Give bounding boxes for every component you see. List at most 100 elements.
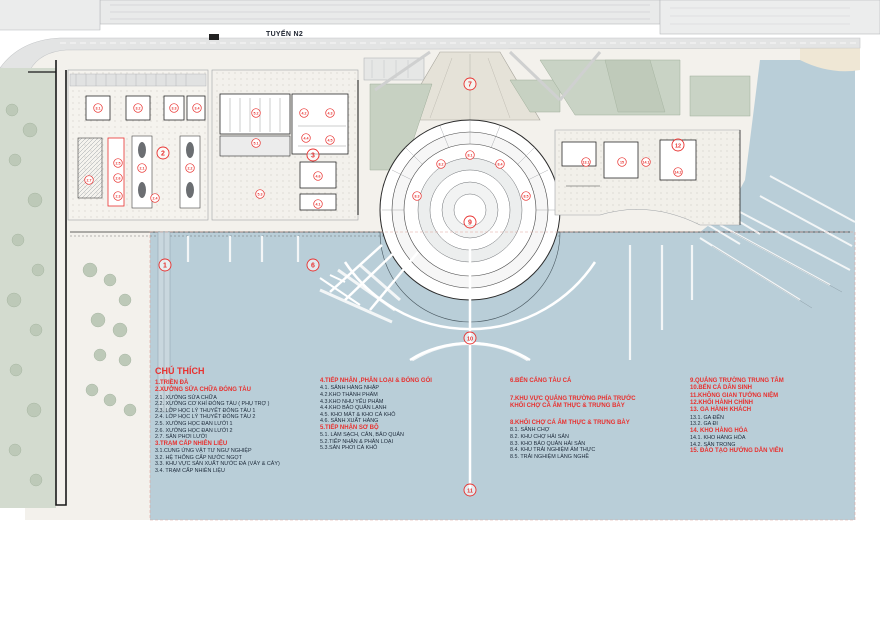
marker-circle	[673, 167, 683, 177]
marker-circle	[169, 103, 179, 113]
marker-label: 3.3	[172, 107, 177, 111]
zone-administration	[554, 129, 741, 226]
legend-heading: 15. ĐÀO TẠO HƯỚNG DẪN VIÊN	[690, 448, 784, 455]
marker-label: 8.4	[498, 163, 503, 167]
zone-marker: 2	[156, 146, 170, 160]
marker-circle	[158, 258, 172, 272]
legend-item: 2.2. XƯỞNG CƠ KHÍ ĐÓNG TÀU ( PHỤ TRỢ )	[155, 401, 270, 408]
legend-heading: 4.TIẾP NHẬN ,PHÂN LOẠI & ĐÓNG GÓI	[320, 378, 432, 384]
legend-heading: 8.KHỐI CHỢ CÁ ẨM THỰC & TRƯNG BÀY	[510, 420, 630, 426]
legend-title: CHÚ THÍCH	[155, 366, 205, 376]
marker-circle	[299, 108, 309, 118]
marker-label: 2.1	[140, 167, 145, 171]
marker-label: 8.2	[439, 163, 444, 167]
zone-marker: 4.2	[299, 108, 309, 118]
marker-circle	[301, 133, 311, 143]
legend-item: 3.4. TRẠM CẤP NHIÊN LIỆU	[155, 467, 225, 474]
legend-heading: 13. GA HÀNH KHÁCH	[690, 407, 752, 414]
zone-marker: 4.4	[301, 133, 311, 143]
legend-heading: 6.BẾN CẢNG TÀU CÁ	[510, 378, 572, 384]
marker-circle	[495, 159, 505, 169]
legend-heading: 7.KHU VỰC QUẢNG TRƯỜNG PHÍA TRƯỚC	[510, 396, 636, 402]
zone-marker: 2.5	[113, 158, 123, 168]
marker-label: 2	[161, 150, 165, 157]
zone-marker: 2.6	[113, 173, 123, 183]
marker-circle	[185, 163, 195, 173]
marker-circle	[521, 191, 531, 201]
marker-label: 6	[311, 262, 315, 269]
marker-label: 4.2	[302, 112, 307, 116]
legend-heading: 12.KHỐI HÀNH CHÍNH	[690, 399, 754, 406]
marker-circle	[156, 146, 170, 160]
zone-marker: 5.2	[251, 108, 261, 118]
marker-label: 11	[467, 488, 473, 494]
zone-marker: 2.2	[185, 163, 195, 173]
marker-label: 3.4	[195, 107, 200, 111]
marker-label: 4.3	[328, 112, 333, 116]
zone-marker: 10	[463, 331, 477, 345]
legend-item: 14.2. SÂN TRONG	[690, 441, 736, 448]
legend-item: 4.5. KHO MÁT & KHO CÁ KHÔ	[320, 411, 396, 418]
marker-label: 1	[163, 262, 167, 269]
legend-item: 3.1.CUNG ỨNG VẬT TƯ NGƯ NGHIỆP	[155, 448, 252, 455]
marker-circle	[251, 138, 261, 148]
zone-marker: 5.3	[255, 189, 265, 199]
legend-item: 5.1. LÀM SẠCH, CÂN, BẢO QUẢN	[320, 432, 404, 439]
legend-heading: 5.TIẾP NHẬN SƠ BỘ	[320, 424, 379, 431]
marker-label: 2.4	[153, 197, 158, 201]
zone-marker: 2.3	[113, 191, 123, 201]
zone-marker: 3.3	[169, 103, 179, 113]
legend-item: 14.1. KHO HÀNG HÓA	[690, 435, 746, 442]
marker-circle	[113, 191, 123, 201]
marker-circle	[251, 108, 261, 118]
marker-label: 7	[468, 81, 472, 88]
marker-label: 3.2	[136, 107, 141, 111]
marker-circle	[641, 157, 651, 167]
legend-item: 2.7. SÂN PHƠI LƯỚI	[155, 434, 207, 441]
marker-label: 5.1	[254, 142, 259, 146]
left-green-park	[0, 68, 56, 508]
marker-label: 4.5	[328, 139, 333, 143]
legend-heading: 11.KHÔNG GIAN TƯỞNG NIỆM	[690, 392, 779, 399]
marker-label: 12	[675, 143, 681, 149]
legend-item: 4.6. SẢNH XUẤT HÀNG	[320, 418, 379, 425]
legend-heading: 3.TRẠM CẤP NHIÊN LIỆU	[155, 440, 228, 447]
marker-circle	[84, 175, 94, 185]
marker-label: 2.5	[116, 162, 121, 166]
legend-heading: 14. KHO HÀNG HÓA	[690, 427, 748, 434]
marker-label: 2.7	[87, 179, 92, 183]
legend-heading: 9.QUẢNG TRƯỜNG TRUNG TÂM	[690, 378, 784, 384]
legend-col-3a: 6.BẾN CẢNG TÀU CÁ	[510, 378, 571, 385]
zone-marker: 6	[306, 258, 320, 272]
zone-marker: 8.3	[412, 191, 422, 201]
marker-label: 4.6	[316, 175, 321, 179]
zone-marker: 4.6	[313, 171, 323, 181]
legend-item: 8.2. KHU CHỢ HẢI SẢN	[510, 433, 569, 440]
legend-item: 4.1. SẢNH HÀNG NHẬP	[320, 385, 380, 392]
legend-item: 2.1. XƯỞNG SỬA CHỮA	[155, 394, 217, 401]
legend-item: 8.5. TRẢI NGHIỆM LÀNG NGHỀ	[510, 453, 589, 460]
marker-label: 2.2	[188, 167, 193, 171]
marker-label: 15	[620, 161, 624, 165]
legend-item: 2.3. LỚP HỌC LÝ THUYẾT ĐÓNG TÀU 1	[155, 407, 256, 414]
marker-circle	[325, 135, 335, 145]
legend-item: 2.4. LỚP HỌC LÝ THUYẾT ĐÓNG TÀU 2	[155, 414, 256, 421]
marker-label: 14.1	[643, 161, 650, 165]
zone-marker: 4.3	[325, 108, 335, 118]
marker-label: 10	[467, 336, 473, 342]
zone-marker: 14.2	[673, 167, 683, 177]
marker-label: 2.6	[116, 177, 121, 181]
zone-marker: 8.5	[521, 191, 531, 201]
legend-item: 8.3. KHO BẢO QUẢN HẢI SẢN	[510, 440, 586, 447]
marker-circle	[463, 215, 477, 229]
legend-item: 5.2.TIẾP NHẬN & PHÂN LOẠI	[320, 438, 393, 445]
marker-circle	[463, 77, 477, 91]
marker-circle	[617, 157, 627, 167]
legend-item: 13.2. GA ĐI	[690, 421, 718, 428]
marker-label: 14.2	[675, 171, 682, 175]
